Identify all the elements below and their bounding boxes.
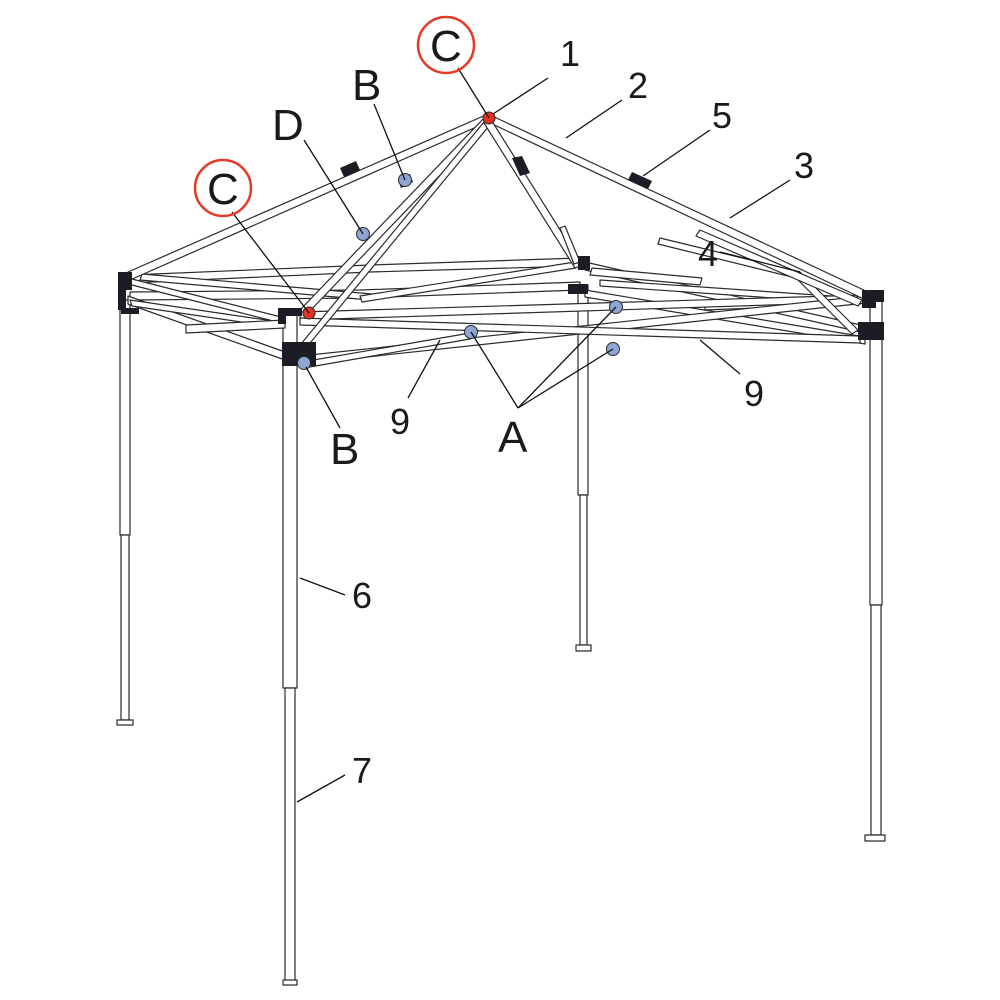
label-2: 2 — [628, 65, 648, 106]
label-a: A — [498, 413, 528, 462]
label-9-right: 9 — [744, 373, 764, 414]
truss — [127, 257, 867, 369]
leg-front-right — [864, 299, 886, 842]
c-top-ring — [416, 15, 476, 75]
label-b-top: B — [352, 61, 381, 110]
leg-front-left — [282, 309, 298, 986]
marker-b-leg — [297, 356, 311, 370]
legs — [116, 284, 886, 986]
label-6: 6 — [352, 575, 372, 616]
label-c-top: C — [430, 22, 462, 71]
label-3: 3 — [794, 145, 814, 186]
label-9-left: 9 — [390, 401, 410, 442]
label-4: 4 — [698, 233, 718, 274]
leader-lines — [231, 67, 801, 803]
label-d: D — [272, 101, 304, 150]
roof-rafters — [127, 113, 869, 355]
c-left-ring — [193, 158, 253, 218]
callout-labels: 1 2 5 3 4 9 9 6 7 A B B C C D — [207, 22, 814, 791]
label-c-left: C — [207, 165, 239, 214]
label-b-bottom: B — [330, 425, 359, 474]
leg-back-left — [116, 299, 134, 726]
label-1: 1 — [560, 33, 580, 74]
label-7: 7 — [352, 750, 372, 791]
label-5: 5 — [712, 95, 732, 136]
